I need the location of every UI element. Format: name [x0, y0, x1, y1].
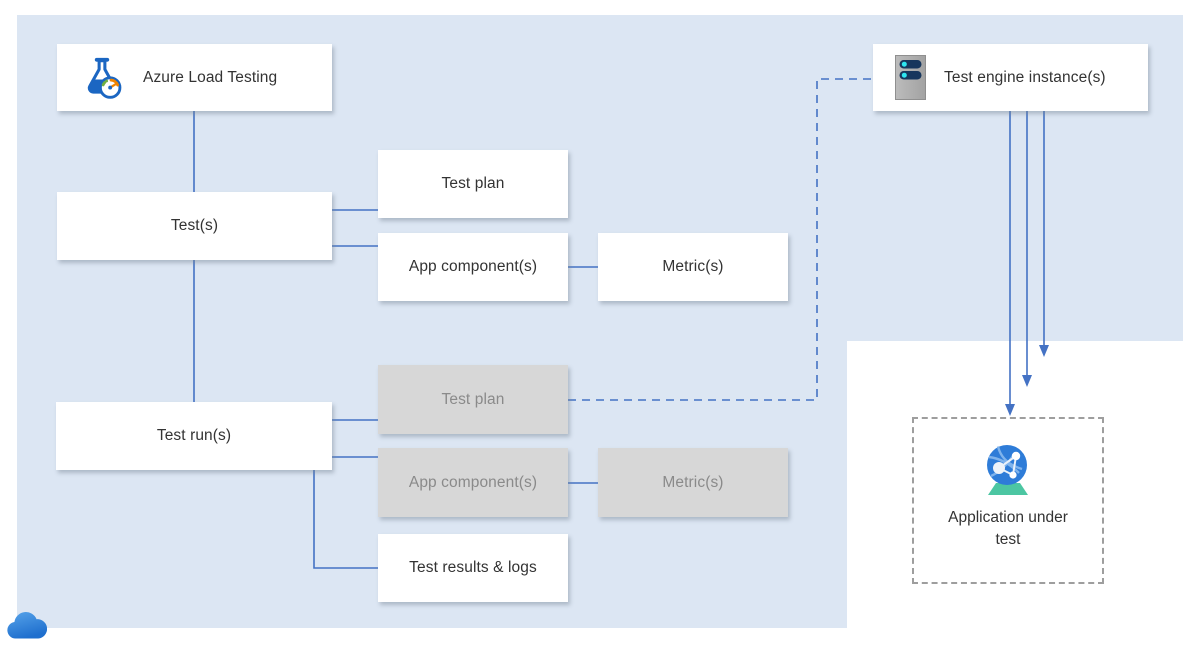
node-application-under-test: Application under test [912, 417, 1104, 584]
node-label: Test results & logs [409, 559, 537, 576]
node-label: Test(s) [170, 217, 219, 234]
node-tests: Test(s) [57, 192, 332, 260]
node-test-results: Test results & logs [378, 534, 568, 602]
node-app-components-run: App component(s) [378, 448, 568, 517]
node-label: Application under test [948, 509, 1068, 548]
node-label: Metric(s) [662, 258, 724, 275]
node-test-plan: Test plan [378, 150, 568, 218]
node-label: Test plan [441, 390, 505, 408]
load-testing-icon [79, 55, 125, 101]
node-app-components: App component(s) [378, 233, 568, 301]
node-label: App component(s) [408, 473, 538, 491]
node-label: Test run(s) [156, 427, 232, 444]
node-test-runs: Test run(s) [56, 402, 332, 470]
node-test-plan-run: Test plan [378, 365, 568, 434]
node-label: Test engine instance(s) [944, 68, 1106, 86]
node-metrics-run: Metric(s) [598, 448, 788, 517]
globe-icon [978, 439, 1038, 497]
node-metrics: Metric(s) [598, 233, 788, 301]
server-icon [895, 55, 926, 100]
cloud-icon [6, 611, 48, 639]
node-label: App component(s) [408, 258, 538, 275]
node-azure-load-testing: Azure Load Testing [57, 44, 332, 111]
node-test-engine: Test engine instance(s) [873, 44, 1148, 111]
node-label: Test plan [441, 175, 505, 192]
node-label: Metric(s) [662, 473, 724, 491]
external-area-panel [847, 341, 1199, 651]
node-label: Azure Load Testing [143, 68, 278, 86]
